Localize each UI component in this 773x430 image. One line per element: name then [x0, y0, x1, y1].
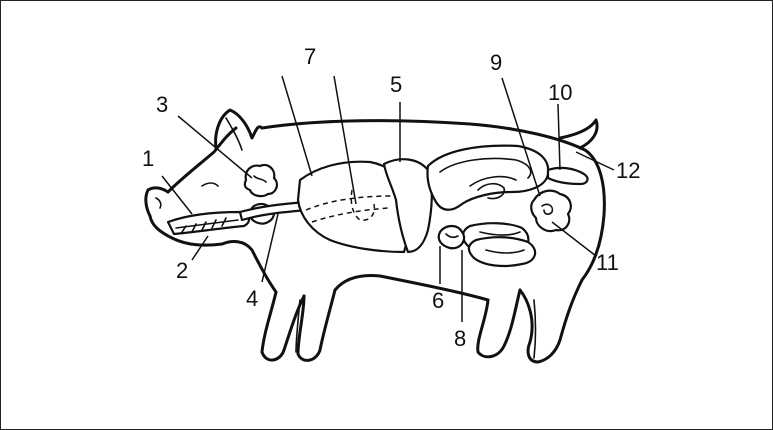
duodenum — [439, 226, 464, 248]
callout-3: 3 — [156, 92, 168, 117]
callout-9: 9 — [490, 50, 502, 75]
callout-8: 8 — [454, 326, 466, 351]
callout-1: 1 — [142, 146, 154, 171]
callout-4: 4 — [246, 286, 258, 311]
leader-10 — [558, 104, 560, 170]
callout-2: 2 — [176, 258, 188, 283]
callout-6: 6 — [432, 288, 444, 313]
callout-11: 11 — [596, 250, 619, 275]
leader-11 — [552, 222, 596, 256]
cecum — [531, 191, 571, 231]
callout-10: 10 — [548, 80, 572, 105]
callout-5: 5 — [390, 72, 402, 97]
parotid-gland — [245, 165, 277, 196]
rectum — [548, 168, 587, 184]
mouth-organ — [168, 212, 249, 234]
leader-2 — [192, 236, 208, 260]
callout-7: 7 — [304, 44, 316, 69]
callout-12: 12 — [616, 158, 640, 183]
colon — [427, 146, 548, 210]
leader-12 — [576, 152, 614, 170]
small-intestine — [463, 223, 535, 266]
